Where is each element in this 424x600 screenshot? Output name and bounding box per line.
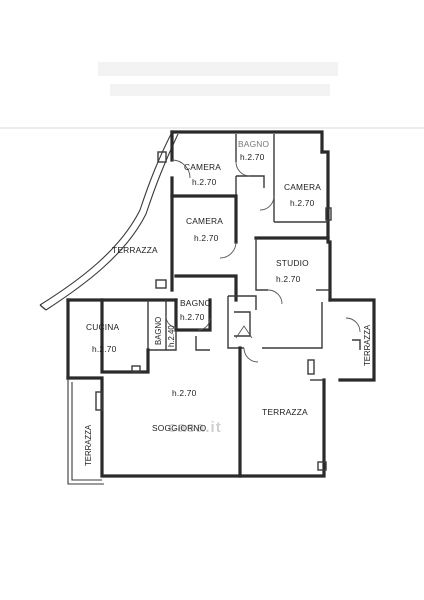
room-name-camera-3: CAMERA	[284, 182, 321, 192]
room-height-bagno-2: h.2.70	[180, 312, 205, 322]
room-height-studio: h.2.70	[276, 274, 301, 284]
terrace-labels: TERRAZZA TERRAZZA TERRAZZA TERRAZZA	[84, 245, 372, 466]
watermark: casa.it	[168, 419, 222, 436]
room-height-cucina: h.2.70	[92, 344, 117, 354]
room-height-bagno-3: h.2.40	[167, 325, 176, 347]
room-name-camera-1: CAMERA	[184, 162, 221, 172]
terrace-label-south-east: TERRAZZA	[262, 407, 308, 417]
terrace-label-east: TERRAZZA	[363, 324, 372, 366]
room-height-camera-3: h.2.70	[290, 198, 315, 208]
terrace-label-north-west: TERRAZZA	[112, 245, 158, 255]
terrace-label-west: TERRAZZA	[84, 424, 93, 466]
interior-walls	[100, 134, 330, 478]
room-name-cucina: CUCINA	[86, 322, 120, 332]
room-name-soggiorno: SOGGIORNO	[152, 423, 207, 433]
room-height-bagno-1: h.2.70	[240, 152, 265, 162]
room-name-bagno-3: BAGNO	[154, 317, 163, 345]
room-name-studio: STUDIO	[276, 258, 309, 268]
room-labels: CAMERA h.2.70 BAGNO h.2.70 CAMERA h.2.70…	[86, 139, 321, 433]
room-height-camera-2: h.2.70	[194, 233, 219, 243]
west-terrace-outline	[67, 378, 104, 485]
room-name-bagno-1: BAGNO	[238, 139, 270, 149]
room-height-soggiorno: h.2.70	[172, 388, 197, 398]
door-swings	[165, 159, 361, 363]
scan-artifacts	[0, 62, 424, 129]
outer-walls	[66, 130, 376, 478]
room-name-camera-2: CAMERA	[186, 216, 223, 226]
room-height-camera-1: h.2.70	[192, 177, 217, 187]
room-name-bagno-2: BAGNO	[180, 298, 212, 308]
fixtures	[131, 151, 332, 471]
